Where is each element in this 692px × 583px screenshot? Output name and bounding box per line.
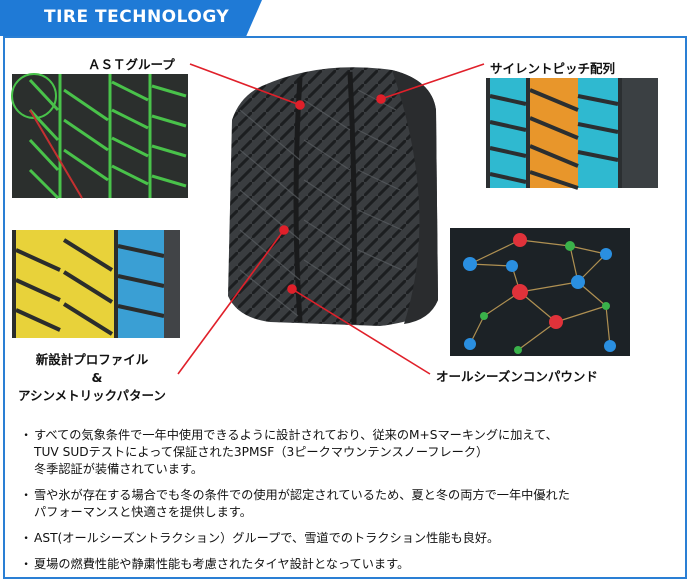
callout-compound: オールシーズンコンパウンド: [436, 369, 598, 384]
ast-tread-image: [11, 73, 188, 200]
feature-item: ・ すべての気象条件で一年中使用できるように設計されており、従来のM+Sマーキン…: [20, 428, 558, 476]
feature-list: ・ すべての気象条件で一年中使用できるように設計されており、従来のM+Sマーキン…: [20, 427, 670, 582]
header-title: TIRE TECHNOLOGY: [44, 7, 230, 27]
silent-pitch-image: [486, 78, 658, 190]
asymmetric-pattern-image: [12, 230, 180, 338]
callout-profile: 新設計プロファイル & アシンメトリックパターン: [18, 351, 166, 405]
compound-molecule-image: [450, 228, 630, 356]
callout-lines: [177, 63, 485, 375]
content-border: [3, 36, 687, 579]
tire-image: [228, 67, 438, 326]
feature-item: ・ 夏場の燃費性能や静粛性能も考慮されたタイヤ設計となっています。: [20, 557, 410, 571]
callout-profile-line2: &: [91, 370, 103, 385]
callout-ast-group: ＡＳＴグループ: [88, 57, 175, 72]
header-tab: TIRE TECHNOLOGY: [0, 0, 262, 36]
feature-item: ・ AST(オールシーズントラクション）グループで、雪道でのトラクション性能も良…: [20, 531, 500, 545]
callout-profile-line1: 新設計プロファイル: [35, 352, 149, 367]
callout-silent-pitch: サイレントピッチ配列: [490, 61, 616, 76]
callout-profile-line3: アシンメトリックパターン: [18, 388, 166, 403]
feature-item: ・ 雪や氷が存在する場合でも冬の条件での使用が認定されているため、夏と冬の両方で…: [20, 488, 570, 519]
